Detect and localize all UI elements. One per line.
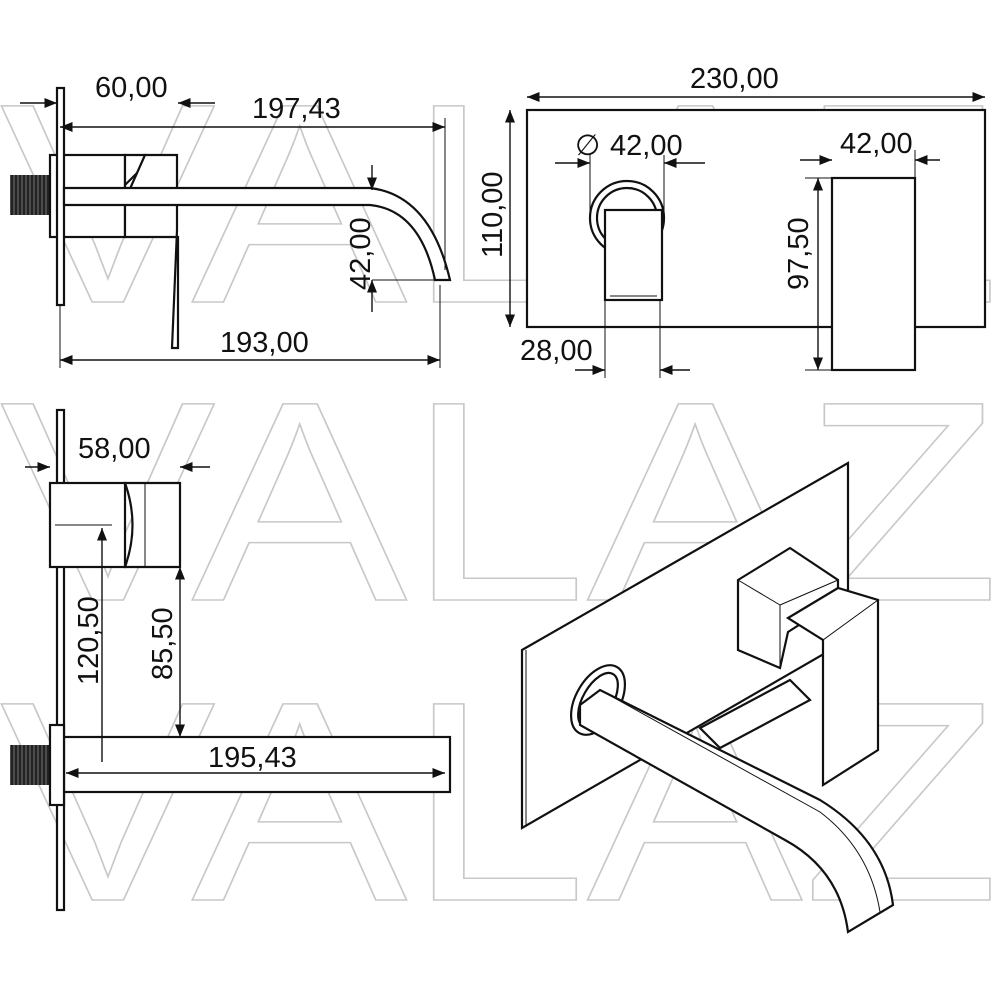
spout-front [603, 208, 664, 302]
thread-connector [10, 175, 50, 215]
spout-top [62, 735, 452, 794]
dim-spout-length: 193,00 [220, 327, 309, 359]
iso-spout [578, 688, 895, 934]
dim-spout-offset: 28,00 [520, 335, 593, 367]
dim-spout-diameter: 42,00 [610, 130, 683, 162]
dim-spout-height: 42,00 [345, 217, 377, 290]
dim-total-length: 197,43 [252, 93, 341, 125]
dim-plate-to-handle: 60,00 [95, 72, 168, 104]
dim-handle-width: 42,00 [840, 128, 913, 160]
wall-plate-top [55, 408, 66, 912]
dim-handle-to-spout: 85,50 [147, 607, 179, 680]
front-view: 230,00 110,00 ∅ 42,00 42,00 97,50 28,00 [477, 63, 987, 378]
diameter-symbol: ∅ [575, 130, 600, 162]
dim-spout-to-body: 120,50 [73, 596, 105, 685]
side-view: 60,00 197,43 193,00 42,00 [10, 72, 452, 368]
isometric-view [520, 461, 895, 934]
dim-width: 230,00 [690, 63, 779, 95]
top-view: 58,00 120,50 85,50 195,43 [10, 408, 452, 912]
dim-height: 110,00 [477, 171, 509, 258]
spout [62, 186, 452, 282]
dim-body-depth: 58,00 [78, 433, 151, 465]
dim-handle-height: 97,50 [783, 217, 815, 290]
handle-front [830, 176, 917, 372]
dim-spout-length-top: 195,43 [208, 742, 297, 774]
